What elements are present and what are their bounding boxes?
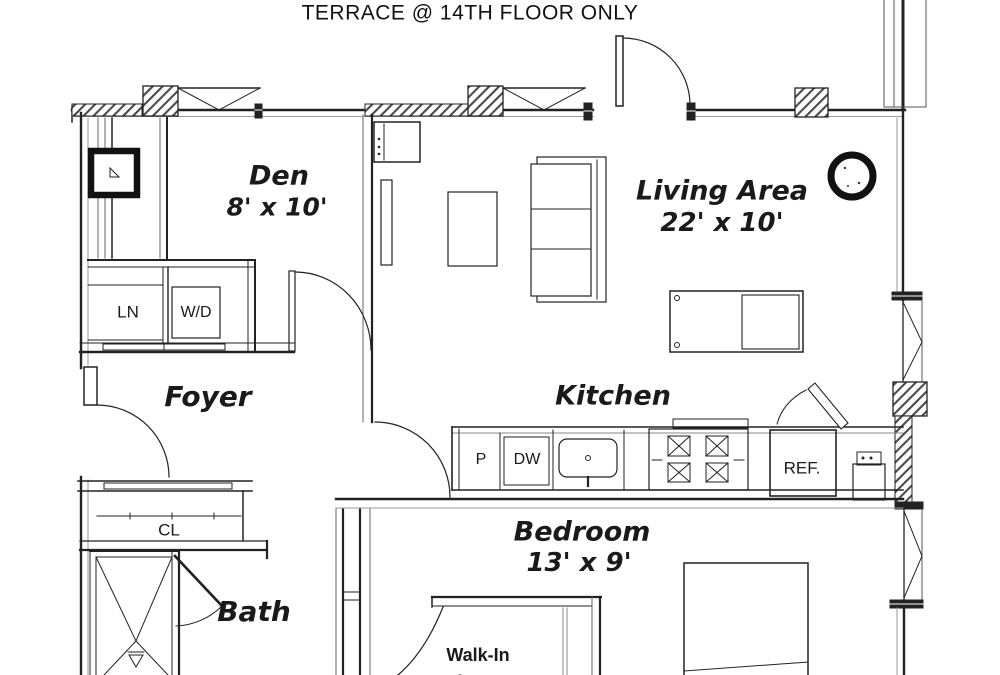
coffee-table — [447, 191, 498, 267]
den-door-leaf — [288, 270, 296, 352]
terrace-glass-lines — [883, 0, 927, 112]
top-wall — [70, 85, 907, 123]
sink-drain — [585, 455, 591, 461]
bed — [683, 562, 809, 675]
room-label-bath: Bath — [217, 595, 291, 628]
interior-walls — [334, 497, 905, 675]
burner — [667, 462, 691, 483]
terrace-door-leaf — [615, 35, 624, 107]
utility-panel — [373, 121, 421, 163]
terrace-door — [615, 35, 691, 107]
walkin-door-arc — [397, 606, 444, 675]
hatch-column — [467, 85, 504, 117]
left-wall — [79, 111, 89, 675]
stove-handle — [672, 418, 749, 429]
room-label-bedroom: Bedroom — [513, 516, 651, 548]
foyer-kitchen-door-arc — [374, 421, 451, 498]
hatch-column — [142, 85, 179, 117]
sofa — [530, 156, 607, 303]
right-wall — [889, 108, 928, 675]
hatch-column — [794, 87, 829, 118]
window-symbol-right-2 — [903, 508, 923, 601]
bath-door-leaf — [173, 554, 224, 608]
shower — [89, 549, 181, 675]
bath-door — [173, 554, 224, 627]
entry-door-arc — [96, 404, 170, 478]
window-symbol-right-1 — [902, 299, 923, 383]
walkin-closet — [397, 595, 603, 675]
den-door-arc — [294, 271, 372, 351]
washer-dryer-box — [171, 286, 221, 339]
dishwasher-box — [503, 436, 550, 486]
label-refrigerator: REF. — [783, 458, 821, 478]
kitchen-counter — [451, 382, 904, 501]
wall-jambs — [254, 102, 696, 121]
utility-box — [852, 451, 886, 501]
hatch-column — [892, 381, 928, 417]
room-label-foyer: Foyer — [164, 380, 252, 413]
room-dims-living-area: 22' x 10' — [660, 208, 784, 238]
burner — [705, 462, 729, 483]
room-label-walkin-line2: Closet — [444, 673, 499, 675]
tall-cabinet — [380, 179, 393, 266]
laundry-closet — [78, 259, 296, 354]
refrigerator-door-arc — [776, 389, 807, 425]
room-label-walkin-line1: Walk-In — [446, 645, 510, 665]
entry-door-leaf — [83, 366, 98, 406]
label-closet: CL — [158, 520, 180, 540]
dining-table — [669, 290, 804, 353]
room-dims-bedroom: 13' x 9' — [526, 548, 632, 578]
structural-column — [87, 147, 141, 199]
room-label-kitchen: Kitchen — [555, 380, 671, 412]
hall-closet — [77, 480, 269, 560]
hatched-wall-strip — [894, 415, 913, 503]
window-symbol-top-2 — [502, 87, 586, 111]
room-dims-den: 8' x 10' — [226, 192, 328, 222]
label-dishwasher: DW — [513, 451, 541, 468]
hatched-wall-strip — [71, 103, 143, 117]
wall-tick — [894, 501, 924, 510]
label-linen: LN — [117, 302, 139, 322]
den-walls — [97, 113, 374, 424]
burner — [667, 435, 691, 457]
terrace-door-arc — [622, 37, 691, 106]
stove — [648, 418, 749, 491]
room-label-den: Den — [249, 160, 309, 192]
refrigerator-box — [769, 429, 837, 497]
room-label-living-area: Living Area — [635, 175, 809, 207]
shower-drain — [128, 654, 144, 668]
round-table — [827, 151, 877, 201]
hatched-wall-strip — [364, 103, 470, 117]
bathroom — [89, 549, 224, 675]
refrigerator-door — [776, 382, 849, 430]
den-door — [288, 270, 372, 352]
window-symbol-top-1 — [177, 87, 261, 111]
burner — [705, 435, 729, 457]
bath-door-arc — [175, 605, 223, 627]
entry-door — [83, 366, 170, 478]
furniture — [447, 151, 877, 675]
closet-sliding-door — [103, 482, 233, 490]
label-washer-dryer: W/D — [180, 304, 212, 321]
plan-title: TERRACE @ 14TH FLOOR ONLY — [301, 1, 639, 25]
column-mark — [109, 166, 121, 178]
sink — [558, 438, 618, 478]
den-fixtures — [373, 121, 421, 266]
label-pantry: P — [475, 451, 487, 468]
